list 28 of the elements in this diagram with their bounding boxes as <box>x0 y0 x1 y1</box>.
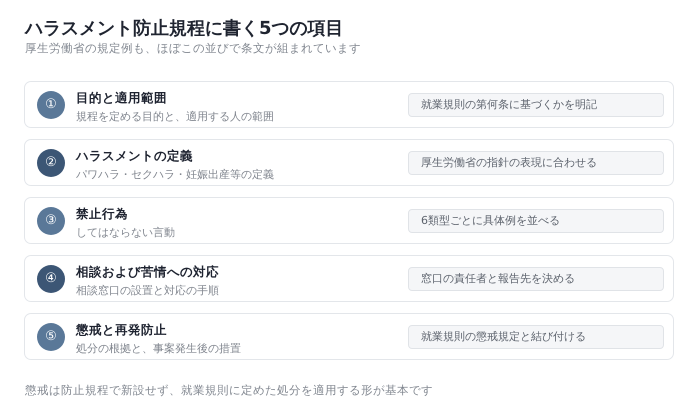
item-description: 処分の根拠と、事案発生後の措置 <box>76 341 241 356</box>
side-note: 就業規則の第何条に基づくかを明記 <box>408 93 664 117</box>
item-heading: 禁止行為 <box>76 206 128 222</box>
subtitle: 厚生労働省の規定例も、ほぼこの並びで条文が組まれています <box>25 41 361 56</box>
side-note: 6類型ごとに具体例を並べる <box>408 209 664 233</box>
footnote: 懲戒は防止規程で新設せず、就業規則に定めた処分を適用する形が基本です <box>25 383 433 398</box>
item-heading: 目的と適用範囲 <box>76 90 167 106</box>
diagram-title: ハラスメント防止規程に書く5つの項目 <box>25 18 344 40</box>
list-card <box>24 197 674 244</box>
step-number: ② <box>37 149 65 177</box>
list-card <box>24 139 674 186</box>
step-number: ③ <box>37 207 65 235</box>
side-note: 窓口の責任者と報告先を決める <box>408 267 664 291</box>
item-heading: ハラスメントの定義 <box>76 148 193 164</box>
item-description: してはならない言動 <box>76 225 175 240</box>
item-description: 相談窓口の設置と対応の手順 <box>76 283 219 298</box>
step-number: ⑤ <box>37 323 65 351</box>
item-description: パワハラ・セクハラ・妊娠出産等の定義 <box>76 167 274 182</box>
side-note: 厚生労働省の指針の表現に合わせる <box>408 151 664 175</box>
item-heading: 懲戒と再発防止 <box>76 322 167 338</box>
step-number: ④ <box>37 265 65 293</box>
list-card <box>24 81 674 128</box>
item-description: 規程を定める目的と、適用する人の範囲 <box>76 109 274 124</box>
list-card <box>24 255 674 302</box>
list-card <box>24 313 674 360</box>
step-number: ① <box>37 91 65 119</box>
side-note: 就業規則の懲戒規定と結び付ける <box>408 325 664 349</box>
item-heading: 相談および苦情への対応 <box>76 264 219 280</box>
